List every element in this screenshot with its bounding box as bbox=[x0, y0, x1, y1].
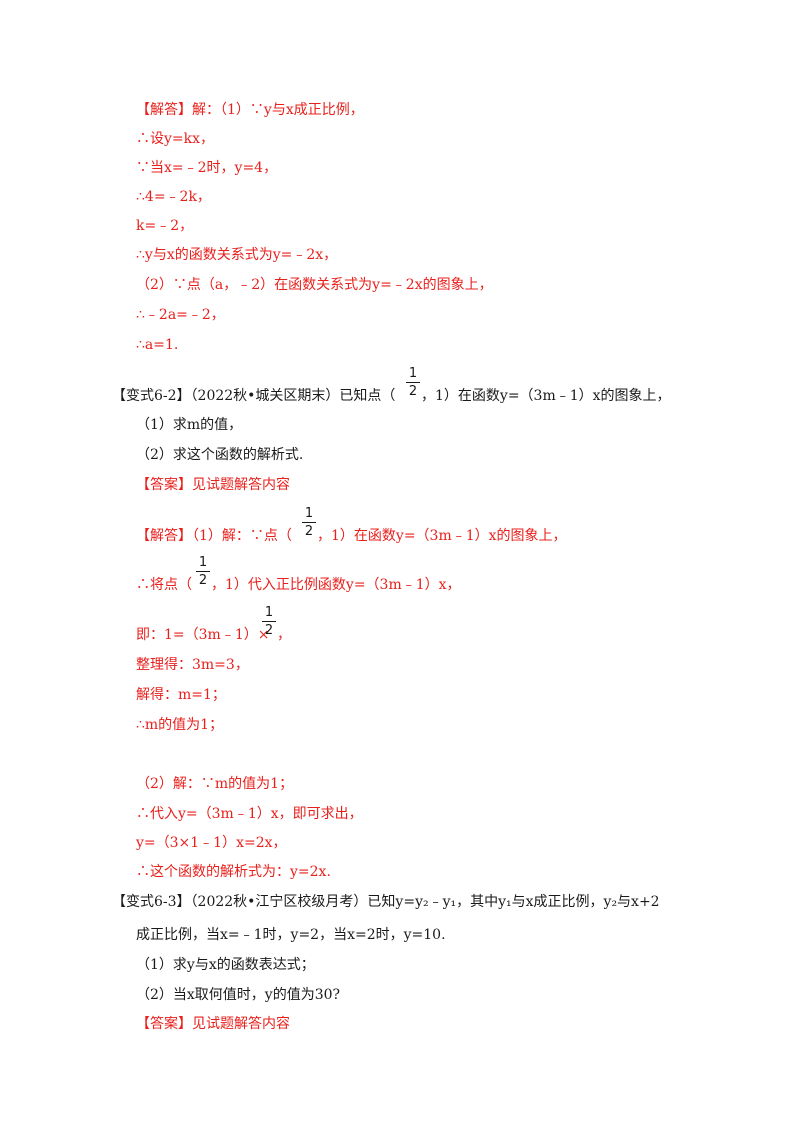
solution-6-2-line-6: ∴m的值为1； bbox=[136, 717, 224, 733]
fraction-bar bbox=[196, 571, 210, 572]
solution-6-2-line-5: 解得：m=1； bbox=[136, 687, 226, 703]
solution-6-2-line-7: （2）解：∵m的值为1； bbox=[136, 776, 294, 792]
fraction-half: 1 2 bbox=[262, 605, 276, 638]
solution-6-2-line-3-end: ， bbox=[277, 627, 291, 643]
fraction-numerator: 1 bbox=[304, 506, 314, 521]
variant-6-2-question-2: （2）求这个函数的解析式. bbox=[136, 447, 304, 463]
solution-line-4: ∴4=﹣2k， bbox=[136, 189, 211, 205]
fraction-bar bbox=[302, 522, 316, 523]
fraction-half: 1 2 bbox=[302, 506, 316, 539]
solution-6-2-line-1-end: ，1）在函数y=（3m﹣1）x的图象上， bbox=[317, 528, 567, 544]
solution-line-2: ∴设y=kx， bbox=[136, 131, 215, 147]
fraction-numerator: 1 bbox=[198, 555, 208, 570]
fraction-denominator: 2 bbox=[264, 623, 274, 638]
solution-line-8: ∴﹣2a=﹣2， bbox=[136, 307, 225, 323]
solution-6-2-line-9: y=（3×1﹣1）x=2x， bbox=[136, 835, 287, 851]
fraction-numerator: 1 bbox=[408, 366, 418, 381]
fraction-half: 1 2 bbox=[406, 366, 420, 399]
variant-6-3-question-1: （1）求y与x的函数表达式； bbox=[136, 957, 315, 973]
variant-6-3-question-2: （2）当x取何值时，y的值为30? bbox=[136, 987, 341, 1003]
solution-6-2-line-2-end: ，1）代入正比例函数y=（3m﹣1）x， bbox=[211, 577, 461, 593]
solution-6-2-line-8: ∴代入y=（3m﹣1）x，即可求出， bbox=[136, 806, 363, 822]
variant-6-2-intro: 【变式6-2】（2022秋•城关区期末）已知点（ bbox=[112, 388, 396, 404]
solution-6-2-line-1: 【解答】（1）解：∵点（ bbox=[136, 528, 292, 544]
variant-6-2-answer: 【答案】见试题解答内容 bbox=[136, 477, 290, 493]
solution-6-2-line-10: ∴这个函数的解析式为：y=2x. bbox=[136, 864, 331, 880]
solution-6-2-line-3: 即：1=（3m﹣1）× bbox=[136, 627, 270, 643]
solution-line-7: （2）∵点（a，﹣2）在函数关系式为y=﹣2x的图象上， bbox=[136, 277, 493, 293]
variant-6-2-intro-end: ，1）在函数y=（3m﹣1）x的图象上， bbox=[421, 388, 671, 404]
solution-6-2-line-4: 整理得：3m=3， bbox=[136, 657, 249, 673]
variant-6-2-question-1: （1）求m的值， bbox=[136, 417, 243, 433]
fraction-denominator: 2 bbox=[304, 524, 314, 539]
fraction-bar bbox=[262, 621, 276, 622]
solution-6-2-line-2: ∴将点（ bbox=[136, 577, 192, 593]
variant-6-3-intro-cont: 成正比例，当x=﹣1时，y=2，当x=2时，y=10. bbox=[136, 927, 446, 943]
variant-6-3-intro: 【变式6-3】（2022秋•江宁区校级月考）已知y=y₂﹣y₁，其中y₁与x成正… bbox=[112, 894, 660, 910]
solution-line-6: ∴y与x的函数关系式为y=﹣2x， bbox=[136, 247, 338, 263]
solution-line-1: 【解答】解：（1）∵y与x成正比例， bbox=[136, 102, 364, 118]
solution-line-3: ∵当x=﹣2时，y=4， bbox=[136, 160, 278, 176]
fraction-denominator: 2 bbox=[198, 573, 208, 588]
fraction-bar bbox=[406, 382, 420, 383]
fraction-denominator: 2 bbox=[408, 384, 418, 399]
fraction-half: 1 2 bbox=[196, 555, 210, 588]
solution-line-9: ∴a=1. bbox=[136, 337, 179, 353]
fraction-numerator: 1 bbox=[264, 605, 274, 620]
variant-6-3-answer: 【答案】见试题解答内容 bbox=[136, 1016, 290, 1032]
solution-line-5: k=﹣2， bbox=[136, 218, 194, 234]
